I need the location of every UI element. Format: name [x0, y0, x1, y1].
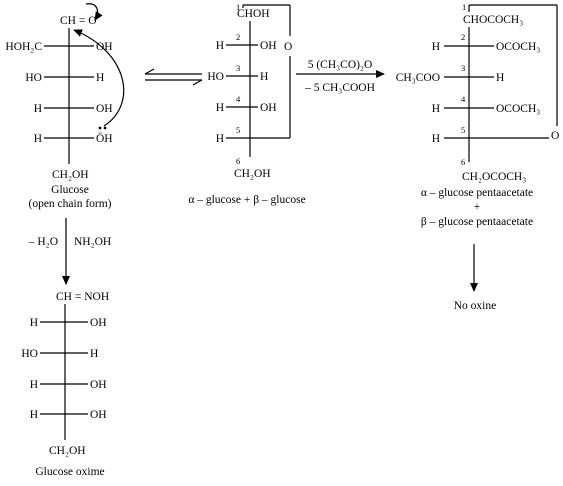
penta-c4-right: OCOCH₃: [496, 103, 540, 115]
oxime-formation-step: – H₂O NH₂OH: [28, 218, 111, 285]
c3-left: HO: [25, 72, 42, 84]
beta-pentaacetate-label: β – glucose pentaacetate: [421, 216, 533, 228]
c6-group: CH₂OH: [52, 169, 89, 181]
cyclic-c5-left: H: [216, 133, 224, 145]
penta-c5-left: H: [432, 133, 440, 145]
acetylation-step: 5 (CH₃CO)₂O – 5 CH₃COOH: [296, 59, 385, 94]
no-oxime-result: No oxine: [454, 300, 496, 312]
cyclic-c4-right: OH: [260, 102, 277, 114]
oxime-c2-right: OH: [90, 317, 107, 329]
oxime-c4-right: OH: [90, 379, 107, 391]
ring-oxygen: O: [284, 41, 292, 53]
oxime-c5-right: OH: [90, 409, 107, 421]
cyclic-c6-group: CH₂OH: [234, 168, 271, 180]
c4-left: H: [34, 103, 42, 115]
penta-c4-left: H: [432, 103, 440, 115]
penta-c1-group: CHOCOCH₃: [463, 14, 523, 26]
glucose-oxime: CH = NOH H OH HO H H OH H OH CH₂OH Gluco…: [21, 291, 109, 478]
c5-left: H: [34, 133, 42, 145]
cyclic-c3-left: HO: [207, 71, 224, 83]
oxime-group: CH = NOH: [56, 291, 109, 303]
oxime-c6-group: CH₂OH: [49, 445, 86, 457]
equilibrium-arrows: [144, 68, 203, 86]
c2-left: HOH₂C: [5, 41, 42, 53]
glucose-cyclic: CHOH 1 O 2 3 4 5 6 H OH HO H H OH H CH₂O…: [188, 2, 305, 206]
penta-ring-oxygen: O: [551, 130, 559, 142]
c1-group: CHOH: [237, 8, 270, 20]
c3-right: H: [96, 72, 104, 84]
glucose-open-name: Glucose: [51, 184, 89, 196]
penta-c2-left: H: [432, 41, 440, 53]
anomers-label: α – glucose + β – glucose: [188, 194, 305, 206]
penta-number-6: 6: [461, 157, 465, 167]
carbon-number-4: 4: [236, 94, 241, 104]
hydroxylamine-label: NH₂OH: [74, 236, 111, 248]
cyclic-c3-right: H: [260, 71, 268, 83]
penta-number-4: 4: [461, 94, 466, 104]
carbon-number-2: 2: [236, 32, 240, 42]
cyclic-c2-right: OH: [260, 40, 277, 52]
oxime-c5-left: H: [30, 409, 38, 421]
lone-pair-dot: [98, 126, 102, 130]
alpha-pentaacetate-label: α – glucose pentaacetate: [421, 187, 533, 199]
plus-sign: +: [474, 201, 481, 213]
cyclic-c2-left: H: [216, 40, 224, 52]
glucose-oxime-name: Glucose oxime: [35, 466, 104, 478]
oxime-c3-left: HO: [21, 348, 38, 360]
penta-number-5: 5: [461, 125, 465, 135]
nucleophilic-attack-arrow: [73, 29, 125, 127]
c4-right: OH: [96, 103, 113, 115]
oxime-c4-left: H: [30, 379, 38, 391]
acetic-acid-loss-label: – 5 CH₃COOH: [304, 82, 375, 94]
penta-c2-right: OCOCH₃: [496, 41, 540, 53]
carbon-number-1: 1: [236, 2, 240, 12]
carbon-number-5: 5: [236, 125, 240, 135]
oxime-c3-right: H: [90, 348, 98, 360]
penta-number-1: 1: [462, 2, 466, 12]
water-loss-label: – H₂O: [28, 236, 58, 248]
penta-c3-right: H: [496, 72, 504, 84]
acetic-anhydride-label: 5 (CH₃CO)₂O: [308, 59, 373, 71]
cyclic-c4-left: H: [216, 102, 224, 114]
penta-c3-left: CH₃COO: [396, 72, 440, 84]
penta-number-3: 3: [461, 63, 465, 73]
c5-right: ÖH: [96, 131, 113, 145]
penta-c6-group: CH₂OCOCH₃: [462, 171, 526, 183]
glucose-open-chain: CH = O HOH₂C OH HO H H OH H ÖH CH₂OH Glu…: [5, 3, 125, 210]
aldehyde-group: CH = O: [60, 15, 97, 27]
oxime-c2-left: H: [30, 317, 38, 329]
glucose-pentaacetate: CHOCOCH₃ 1 O 2 3 4 5 6 H OCOCH₃ CH₃COO H…: [396, 2, 560, 312]
carbon-number-6: 6: [236, 156, 240, 166]
carbon-number-3: 3: [236, 63, 240, 73]
c2-right: OH: [96, 41, 113, 53]
penta-number-2: 2: [461, 32, 465, 42]
lone-pair-dot: [103, 126, 107, 130]
carbonyl-electron-arrow: [85, 3, 103, 21]
glucose-open-subtitle: (open chain form): [28, 198, 111, 210]
